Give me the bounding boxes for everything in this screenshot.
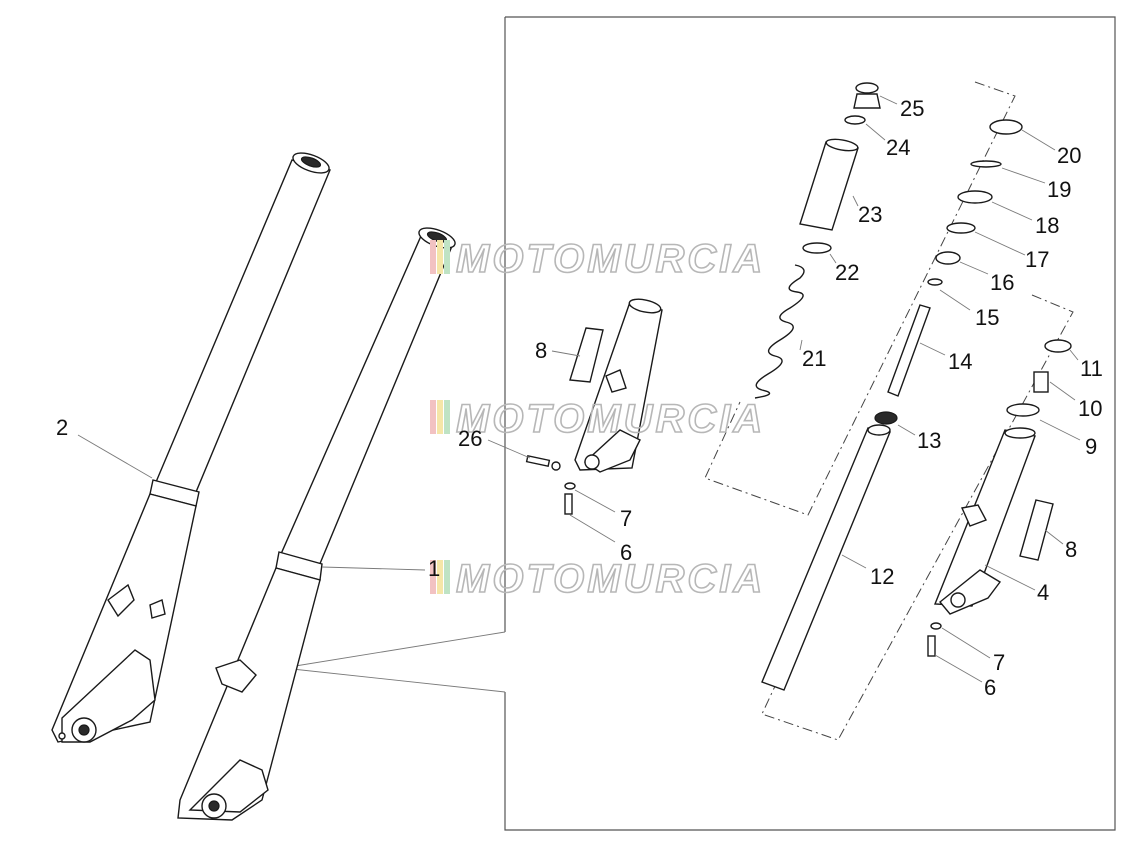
label-25: 25 [900,96,924,121]
label-16: 16 [990,270,1014,295]
label-14: 14 [948,349,972,374]
label-20: 20 [1057,143,1081,168]
watermark-1-text: MOTOMURCIA [456,237,765,281]
label-7-right: 7 [993,650,1005,675]
label-22: 22 [835,260,859,285]
slider-assembly-4 [927,339,1072,657]
spring-21 [754,264,805,399]
frame-connector-top [282,631,506,669]
label-1: 1 [428,556,440,581]
watermark-1: MOTOMURCIA [430,236,765,282]
watermark-3-text: MOTOMURCIA [456,557,765,601]
watermark-2-text: MOTOMURCIA [456,397,765,441]
label-12: 12 [870,564,894,589]
label-10: 10 [1078,396,1102,421]
label-13: 13 [917,428,941,453]
cartridge-spring-stack [754,82,881,399]
label-24: 24 [886,135,910,160]
label-17: 17 [1025,247,1049,272]
label-8-right: 8 [1065,537,1077,562]
label-15: 15 [975,305,999,330]
label-6-right: 6 [984,675,996,700]
label-4: 4 [1037,580,1049,605]
group-outline-cartridge [704,81,1016,516]
detail-frame [504,16,1116,831]
label-18: 18 [1035,213,1059,238]
watermark-2: MOTOMURCIA [430,396,765,442]
label-8-left: 8 [535,338,547,363]
label-6-left: 6 [620,540,632,565]
label-11: 11 [1080,356,1103,381]
fork-leg-2 [51,152,331,743]
label-23: 23 [858,202,882,227]
slider-assembly-3 [525,298,663,515]
label-26: 26 [458,426,482,451]
frame-connector-bottom [282,667,506,693]
label-19: 19 [1047,177,1071,202]
fork-leg-1 [177,227,456,821]
leader-lines [77,95,1081,683]
watermark-3: MOTOMURCIA [430,556,765,602]
label-7-left: 7 [620,506,632,531]
label-21: 21 [802,346,826,371]
label-9: 9 [1085,434,1097,459]
damper-rod-assembly [761,119,1023,691]
part-labels: 2 1 8 26 7 6 25 24 23 22 21 12 13 14 15 … [56,96,1103,700]
label-2: 2 [56,415,68,440]
